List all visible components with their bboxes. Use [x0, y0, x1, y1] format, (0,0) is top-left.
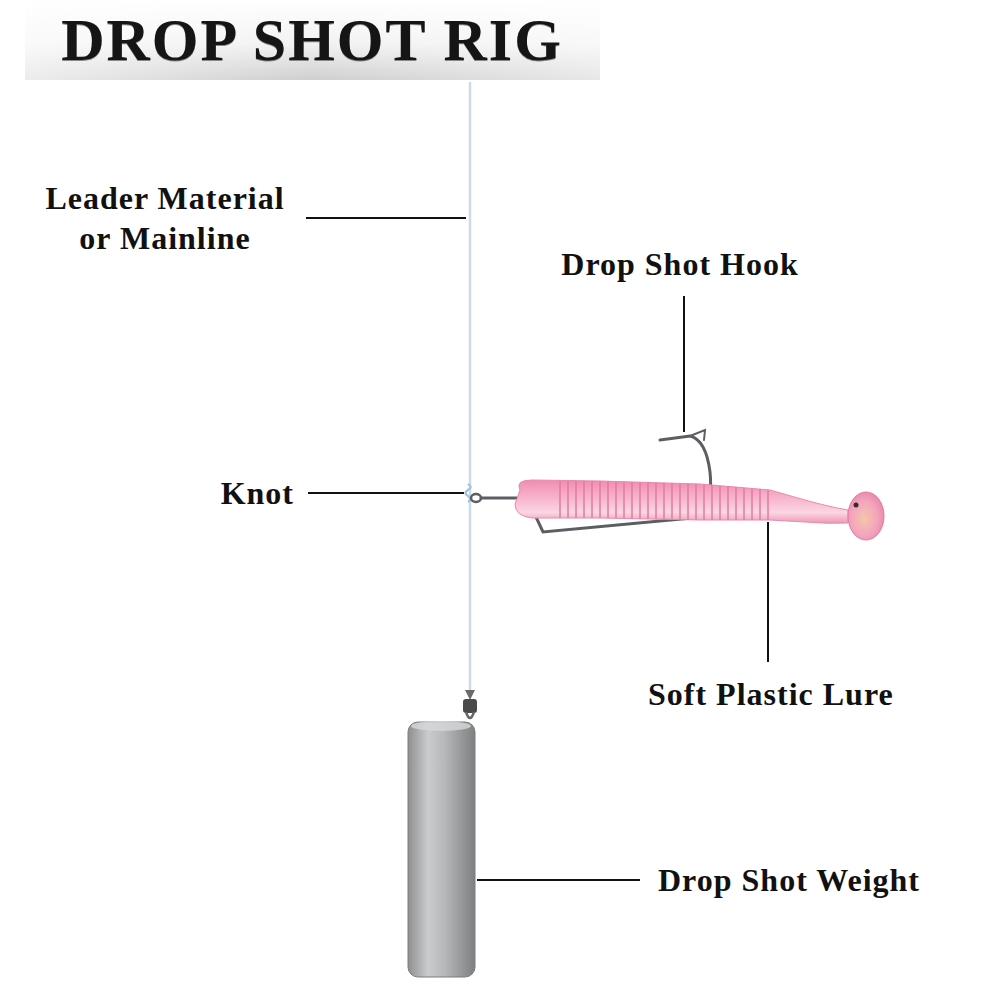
title-banner — [25, 0, 600, 80]
drop-shot-weight — [408, 721, 475, 977]
mainline — [469, 82, 472, 692]
part-label: Knot — [221, 473, 294, 513]
swivel — [463, 690, 477, 718]
part-label: Soft Plastic Lure — [648, 674, 894, 714]
title: DROP SHOT RIG — [61, 4, 563, 76]
knot — [466, 484, 471, 502]
banner-sheen — [25, 0, 600, 80]
leader-lines — [306, 218, 768, 880]
soft-plastic-lure — [515, 480, 884, 540]
part-label: Drop Shot Hook — [561, 244, 798, 284]
part-label: Drop Shot Weight — [658, 860, 920, 900]
part-label: Leader Material or Mainline — [30, 178, 300, 258]
